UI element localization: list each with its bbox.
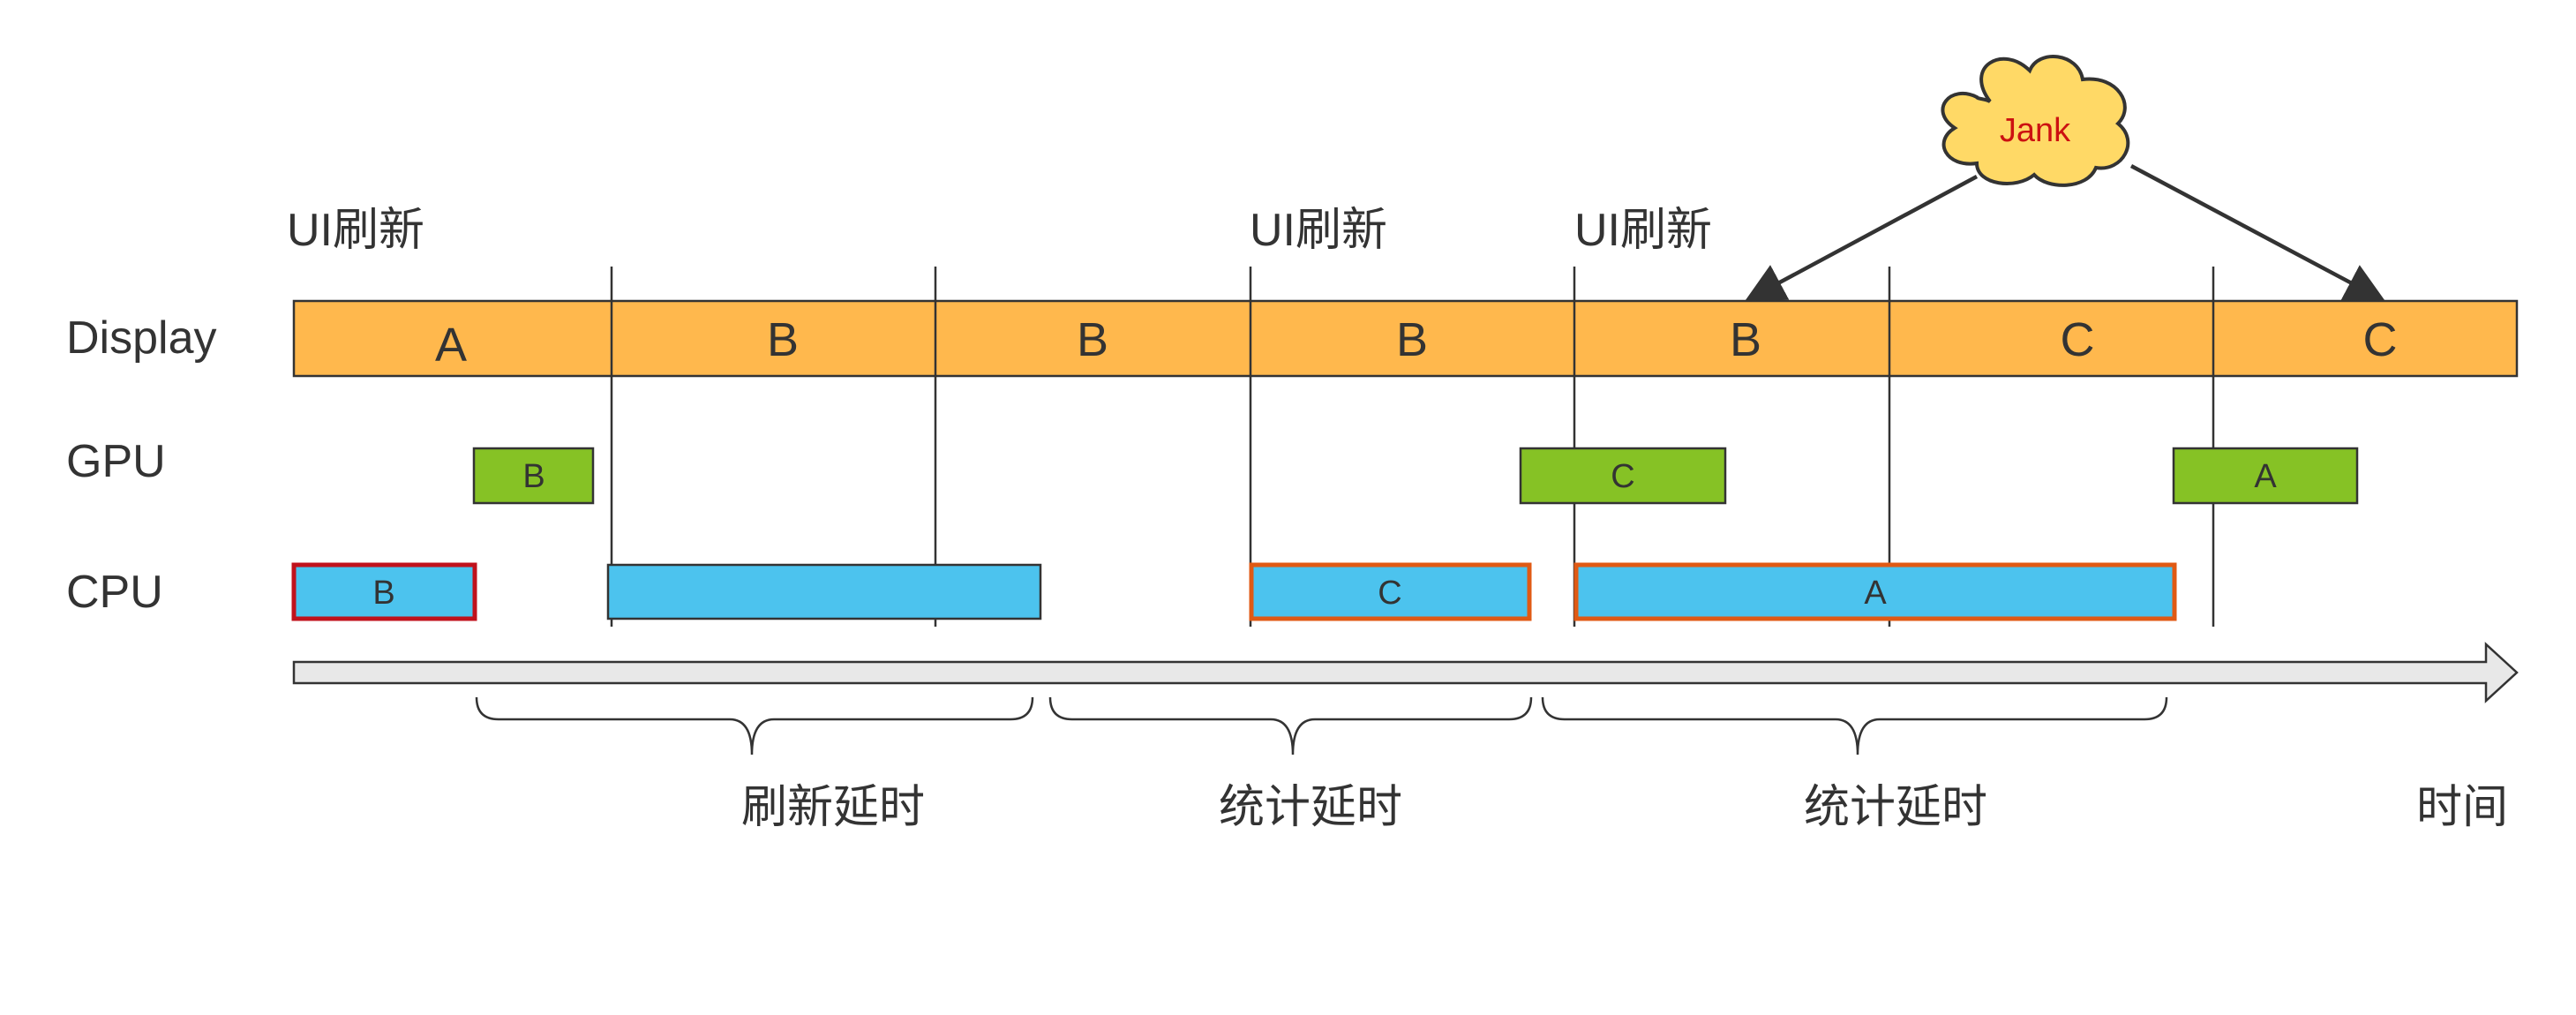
row-label-display: Display <box>66 312 217 364</box>
row-label-gpu: GPU <box>66 436 166 487</box>
brace-1 <box>475 696 1034 756</box>
ui-refresh-label-2: UI刷新 <box>1250 205 1387 256</box>
brace-label-3: 统计延时 <box>1804 782 1987 833</box>
brace-label-1: 刷新延时 <box>741 782 925 833</box>
display-frame-3: B <box>1077 313 1108 366</box>
brace-3 <box>1541 696 2168 756</box>
display-frame-7: C <box>2363 313 2398 366</box>
cpu-box-1-label: B <box>372 575 394 612</box>
cpu-box-1 <box>291 562 477 621</box>
time-label: 时间 <box>2416 782 2508 833</box>
cpu-box-4 <box>1573 562 2177 621</box>
cpu-box-3 <box>1249 562 1532 621</box>
display-frame-5: B <box>1730 313 1761 366</box>
brace-label-2: 统计延时 <box>1219 782 1402 833</box>
gpu-box-2-label: C <box>1611 458 1634 495</box>
display-frame-6: C <box>2061 313 2095 366</box>
display-frame-4: B <box>1396 313 1428 366</box>
display-bar <box>292 299 2519 378</box>
cpu-box-4-label: A <box>1864 575 1887 612</box>
gpu-box-3-label: A <box>2254 458 2277 495</box>
brace-2 <box>1048 696 1533 756</box>
gpu-box-3 <box>2172 447 2359 505</box>
display-frame-1: A <box>435 319 467 372</box>
jank-arrow-right <box>2129 164 2385 302</box>
cpu-box-2 <box>606 563 1042 620</box>
timeline-arrow <box>292 642 2519 703</box>
display-frame-2: B <box>767 313 799 366</box>
jank-label: Jank <box>2000 112 2071 149</box>
ui-refresh-label-1: UI刷新 <box>287 205 424 256</box>
ui-refresh-label-3: UI刷新 <box>1574 205 1712 256</box>
gpu-box-1 <box>472 447 595 505</box>
jank-arrow-left <box>1745 175 1979 302</box>
gpu-box-2 <box>1519 447 1727 505</box>
gpu-box-1-label: B <box>522 458 544 495</box>
jank-cloud-icon <box>1941 55 2130 187</box>
cpu-box-3-label: C <box>1378 575 1401 612</box>
row-label-cpu: CPU <box>66 567 163 618</box>
